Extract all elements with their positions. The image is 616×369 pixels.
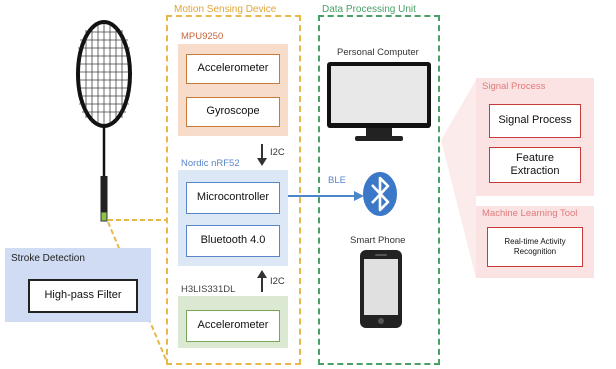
- h3lis331dl-label: H3LIS331DL: [181, 284, 236, 295]
- bluetooth-4-box: Bluetooth 4.0: [186, 225, 280, 257]
- motion-sensing-device-frame: [166, 15, 301, 365]
- data-processing-unit-frame: [318, 15, 440, 365]
- monitor-icon: [327, 62, 431, 141]
- stroke-detection-title: Stroke Detection: [11, 253, 85, 264]
- feature-extraction-box: Feature Extraction: [489, 147, 581, 183]
- badminton-racket-icon: [76, 20, 132, 222]
- mpu-accelerometer-box: Accelerometer: [186, 54, 280, 84]
- i2c-label-top: I2C: [270, 147, 285, 158]
- mpu9250-label: MPU9250: [181, 31, 224, 42]
- activity-recognition-box: Real-time Activity Recognition: [487, 227, 583, 267]
- smartphone-icon: [360, 250, 402, 328]
- machine-learning-tool-title: Machine Learning Tool: [482, 208, 578, 219]
- personal-computer-label: Personal Computer: [337, 47, 419, 58]
- signal-process-box: Signal Process: [489, 104, 581, 138]
- bluetooth-icon: [363, 172, 397, 216]
- gyroscope-box: Gyroscope: [186, 97, 280, 127]
- signal-process-title: Signal Process: [482, 81, 546, 92]
- nordic-nrf52-label: Nordic nRF52: [181, 158, 240, 169]
- i2c-label-bottom: I2C: [270, 276, 285, 287]
- high-pass-filter-box: High-pass Filter: [28, 279, 138, 313]
- microcontroller-box: Microcontroller: [186, 182, 280, 214]
- h3-accelerometer-box: Accelerometer: [186, 310, 280, 342]
- data-processing-unit-title: Data Processing Unit: [322, 4, 416, 15]
- motion-sensing-device-title: Motion Sensing Device: [174, 4, 277, 15]
- ble-label: BLE: [328, 175, 346, 186]
- smart-phone-label: Smart Phone: [350, 235, 406, 246]
